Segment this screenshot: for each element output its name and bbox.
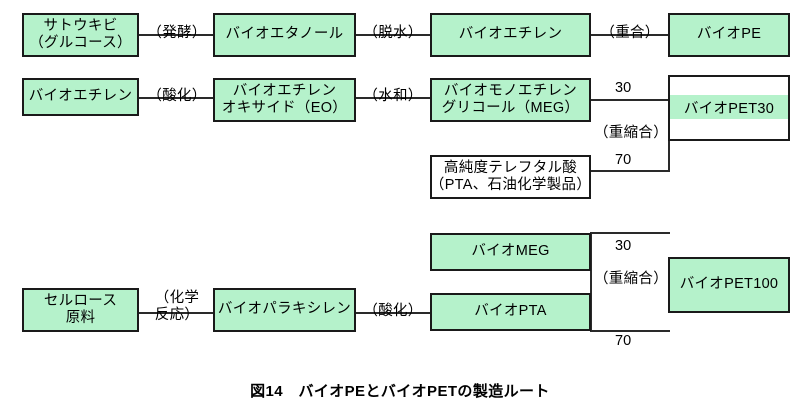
connector-eo-to-meg bbox=[355, 97, 431, 99]
node-cellulose-line2: 原料 bbox=[65, 310, 96, 326]
connector-pta-to-pet30 bbox=[590, 170, 670, 172]
node-biopet30: バイオPET30 bbox=[668, 75, 790, 141]
node-biomeg-line1: バイオMEG bbox=[471, 243, 550, 260]
node-bio-paraxylene-line1: バイオパラキシレン bbox=[217, 301, 352, 318]
node-bioethylene-row2: バイオエチレン bbox=[22, 78, 139, 116]
node-bioethylene-row1: バイオエチレン bbox=[430, 13, 591, 57]
node-bio-paraxylene: バイオパラキシレン bbox=[213, 288, 356, 332]
node-bioethylene-row1-line1: バイオエチレン bbox=[458, 26, 563, 43]
node-cellulose-line1: セルロース bbox=[43, 292, 118, 309]
node-meg-line1: バイオモノエチレン bbox=[443, 82, 578, 99]
node-biopta: バイオPTA bbox=[430, 293, 591, 331]
edge-label-fermentation: （発酵） bbox=[147, 25, 207, 41]
edge-label-oxidation-row3: （酸化） bbox=[363, 303, 423, 319]
connector-cellulose-to-paraxylene bbox=[138, 312, 214, 314]
node-ethylene-oxide-line2: オキサイド（EO） bbox=[221, 100, 348, 116]
connector-biomeg-to-pet100 bbox=[590, 232, 670, 234]
node-biopta-line1: バイオPTA bbox=[474, 303, 547, 320]
node-biopet30-label: バイオPET30 bbox=[670, 95, 788, 119]
node-bioethanol-line1: バイオエタノール bbox=[225, 26, 344, 43]
connector-vertical-pet100 bbox=[590, 232, 592, 330]
edge-label-chemical-reaction: （化学 反応） bbox=[154, 290, 200, 324]
node-biope: バイオPE bbox=[668, 13, 790, 57]
figure-caption: 図14 バイオPEとバイオPETの製造ルート bbox=[250, 383, 550, 400]
node-high-purity-pta: 高純度テレフタル酸 （PTA、石油化学製品） bbox=[430, 155, 591, 199]
node-biope-line1: バイオPE bbox=[696, 26, 762, 43]
connector-sugarcane-to-bioethanol bbox=[138, 34, 214, 36]
connector-paraxylene-to-biopta bbox=[355, 312, 431, 314]
node-bioethylene-row2-line1: バイオエチレン bbox=[28, 88, 133, 105]
node-sugarcane-line1: サトウキビ bbox=[43, 17, 118, 34]
connector-biopta-to-pet100 bbox=[590, 330, 670, 332]
node-sugarcane: サトウキビ （グルコース） bbox=[22, 13, 139, 57]
ratio-pta-70: 70 bbox=[615, 152, 632, 168]
node-high-purity-pta-line2: （PTA、石油化学製品） bbox=[429, 177, 592, 193]
edge-label-oxidation-row2: （酸化） bbox=[147, 88, 207, 104]
node-sugarcane-line2: （グルコース） bbox=[29, 35, 132, 51]
edge-label-hydration: （水和） bbox=[363, 88, 423, 104]
edge-label-polycondensation-pet30: （重縮合） bbox=[594, 125, 668, 141]
ratio-meg-30: 30 bbox=[615, 80, 632, 96]
node-mono-ethylene-glycol: バイオモノエチレン グリコール（MEG） bbox=[430, 78, 591, 122]
node-high-purity-pta-line1: 高純度テレフタル酸 bbox=[443, 159, 578, 176]
connector-meg-to-pet30 bbox=[590, 99, 670, 101]
node-bioethanol: バイオエタノール bbox=[213, 13, 356, 57]
node-biomeg: バイオMEG bbox=[430, 233, 591, 271]
ratio-biopta-70: 70 bbox=[615, 333, 632, 349]
node-ethylene-oxide: バイオエチレン オキサイド（EO） bbox=[213, 78, 356, 122]
edge-label-polycondensation-pet100: （重縮合） bbox=[594, 271, 668, 287]
node-cellulose-feedstock: セルロース 原料 bbox=[22, 288, 139, 332]
ratio-biomeg-30: 30 bbox=[615, 238, 632, 254]
connector-bioethylene-to-biope bbox=[590, 34, 669, 36]
node-meg-line2: グリコール（MEG） bbox=[441, 100, 580, 116]
node-biopet100: バイオPET100 bbox=[668, 257, 790, 313]
edge-label-dehydration: （脱水） bbox=[363, 25, 423, 41]
node-biopet100-label: バイオPET100 bbox=[679, 276, 779, 293]
edge-label-polymerization: （重合） bbox=[600, 25, 660, 41]
node-ethylene-oxide-line1: バイオエチレン bbox=[232, 82, 337, 99]
connector-bioethylene-to-eo bbox=[138, 97, 214, 99]
connector-bioethanol-to-bioethylene bbox=[355, 34, 431, 36]
